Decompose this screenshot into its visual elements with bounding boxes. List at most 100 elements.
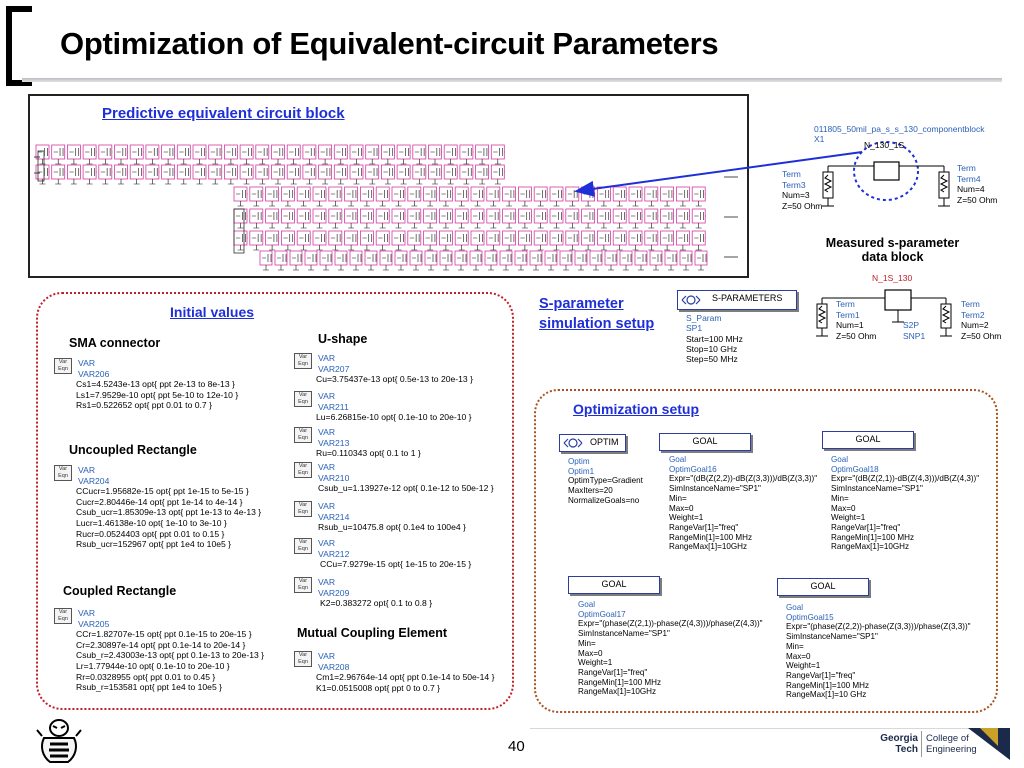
term1-name: Term1 bbox=[836, 309, 860, 320]
var-icon-line1: Var bbox=[298, 463, 308, 469]
circuit-element bbox=[662, 212, 675, 220]
circuit-ground bbox=[432, 159, 438, 165]
goal-param: Weight=1 bbox=[578, 658, 613, 668]
circuit-element bbox=[504, 234, 517, 242]
var-param: K2=0.383272 opt{ 0.1 to 0.8 } bbox=[320, 598, 433, 609]
circuit-element bbox=[536, 212, 548, 220]
circuit-ground bbox=[632, 223, 639, 229]
circuit-ground bbox=[316, 201, 323, 207]
circuit-element bbox=[637, 254, 647, 262]
predictive-circuit-title: Predictive equivalent circuit block bbox=[102, 105, 345, 122]
circuit-ground bbox=[180, 159, 187, 165]
circuit-ground bbox=[269, 223, 276, 229]
circuit-ground bbox=[165, 159, 172, 165]
circuit-element bbox=[382, 254, 392, 262]
sparam-params: S_Param SP1 Start=100 MHz Stop=10 GHz St… bbox=[686, 313, 743, 364]
mutual-coupling-label: Mutual Coupling Element bbox=[297, 626, 447, 640]
var-icon-line2: Eqn bbox=[298, 659, 308, 665]
circuit-element bbox=[251, 212, 264, 220]
circuit-element bbox=[552, 234, 564, 242]
circuit-ground bbox=[363, 245, 370, 251]
circuit-ground bbox=[306, 179, 313, 185]
circuit-element bbox=[53, 168, 66, 176]
circuit-ground bbox=[537, 245, 544, 251]
optim-icon bbox=[563, 438, 583, 448]
college-logo: College of Engineering bbox=[926, 733, 977, 755]
var-name: VAR205 bbox=[78, 618, 110, 629]
circuit-ground bbox=[432, 179, 438, 185]
var-icon-line1: Var bbox=[298, 539, 308, 545]
goal-param: Weight=1 bbox=[786, 661, 821, 671]
circuit-ground bbox=[458, 223, 465, 229]
measured-label-line1: Measured s-parameter bbox=[825, 236, 960, 250]
circuit-ground bbox=[196, 179, 203, 185]
initial-values-region bbox=[36, 292, 514, 710]
circuit-element bbox=[493, 148, 505, 156]
var-param: Lu=6.26815e-10 opt{ 0.1e-10 to 20e-10 } bbox=[316, 412, 472, 423]
circuit-element bbox=[441, 234, 454, 242]
circuit-element bbox=[352, 168, 364, 176]
var-param: Cm1=2.96764e-14 opt{ ppt 0.1e-14 to 50e-… bbox=[316, 672, 495, 683]
var-icon-line2: Eqn bbox=[298, 435, 308, 441]
s2p-type: S2P bbox=[903, 320, 920, 330]
circuit-ground bbox=[322, 179, 329, 185]
circuit-element bbox=[592, 254, 602, 262]
var-param: Cs1=4.5243e-13 opt{ ppt 2e-13 to 8e-13 } bbox=[76, 379, 235, 390]
circuit-element bbox=[289, 148, 301, 156]
circuit-ground bbox=[411, 245, 418, 251]
circuit-ground bbox=[227, 179, 234, 185]
var-name: VAR211 bbox=[318, 401, 349, 412]
circuit-element bbox=[678, 212, 691, 220]
component-block-schematic bbox=[822, 141, 950, 207]
circuit-element bbox=[425, 212, 438, 220]
circuit-ground bbox=[479, 179, 486, 185]
circuit-element bbox=[631, 190, 643, 198]
circuit-ground bbox=[86, 179, 93, 185]
circuit-element bbox=[646, 190, 659, 198]
circuit-ground bbox=[306, 159, 313, 165]
optim-name: Optim1 bbox=[568, 466, 595, 476]
term3-type: Term bbox=[782, 169, 801, 179]
circuit-element bbox=[116, 168, 129, 176]
circuit-element bbox=[682, 254, 692, 262]
circuit-element bbox=[132, 148, 144, 156]
circuit-element bbox=[226, 148, 239, 156]
circuit-element bbox=[352, 148, 364, 156]
circuit-ground bbox=[638, 265, 644, 271]
circuit-element bbox=[622, 254, 632, 262]
goal-component-box: GOAL bbox=[568, 576, 660, 594]
circuit-ground bbox=[284, 245, 291, 251]
goal-param: Max=0 bbox=[578, 648, 603, 658]
circuit-element bbox=[367, 168, 380, 176]
circuit-ground bbox=[243, 159, 250, 165]
circuit-element bbox=[520, 234, 533, 242]
goal-param: Max=0 bbox=[669, 503, 694, 513]
sparam-stop: Stop=10 GHz bbox=[686, 343, 738, 354]
term2-name: Term2 bbox=[961, 309, 985, 320]
circuit-element bbox=[562, 254, 572, 262]
circuit-element bbox=[346, 190, 359, 198]
circuit-element bbox=[427, 254, 437, 262]
circuit-ground bbox=[427, 201, 434, 207]
circuit-ground bbox=[411, 201, 418, 207]
var-icon-line1: Var bbox=[58, 609, 68, 615]
link-arrow bbox=[574, 151, 863, 197]
circuit-element bbox=[85, 168, 97, 176]
var-param: K1=0.0515008 opt{ ppt 0 to 0.7 } bbox=[316, 682, 441, 693]
circuit-ground bbox=[237, 223, 244, 229]
circuit-ground bbox=[569, 223, 576, 229]
var-name: VAR209 bbox=[318, 587, 350, 598]
circuit-element bbox=[394, 212, 406, 220]
circuit-ground bbox=[533, 265, 539, 271]
circuit-element bbox=[599, 234, 612, 242]
circuit-ground bbox=[263, 265, 269, 271]
circuit-element bbox=[446, 168, 458, 176]
circuit-ground bbox=[411, 223, 418, 229]
circuit-ground bbox=[548, 265, 554, 271]
circuit-ground bbox=[269, 245, 276, 251]
term4-type: Term bbox=[957, 163, 976, 173]
circuit-ground bbox=[379, 223, 386, 229]
circuit-element bbox=[504, 212, 517, 220]
circuit-ground bbox=[490, 223, 497, 229]
